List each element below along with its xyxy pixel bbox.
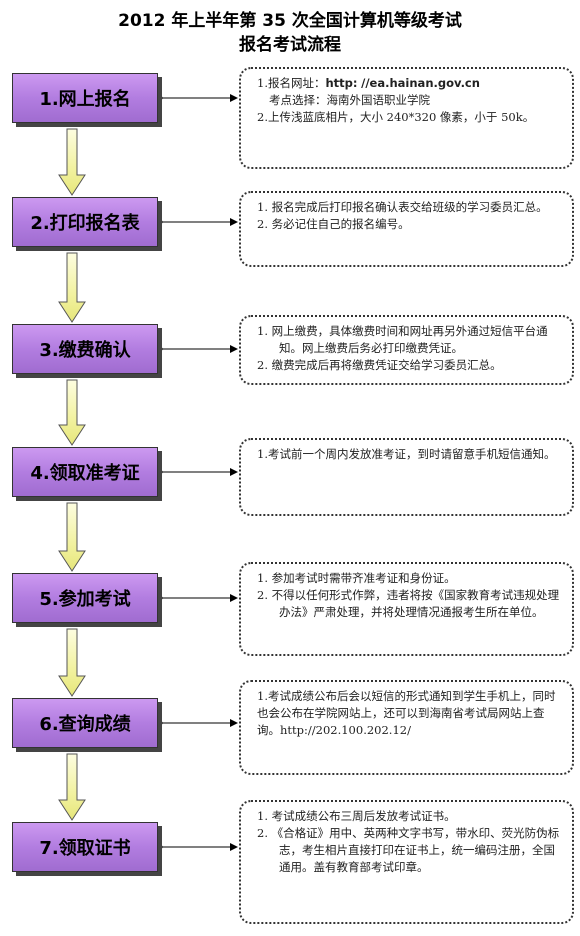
- step-5-label: 5.参加考试: [39, 589, 131, 610]
- flow-arrow-5-to-6: [58, 628, 86, 697]
- note-1-url-prefix: 1.报名网址：: [257, 76, 326, 90]
- step-4-label: 4.领取准考证: [30, 463, 140, 484]
- note-3-item-1: 1. 网上缴费，具体缴费时间和网址再另外通过短信平台通知。网上缴费后务必打印缴费…: [257, 324, 548, 355]
- step-3-box: 3.缴费确认: [12, 324, 158, 374]
- flow-arrow-2-to-3: [58, 252, 86, 323]
- note-3: 1. 网上缴费，具体缴费时间和网址再另外通过短信平台通知。网上缴费后务必打印缴费…: [239, 315, 574, 385]
- step-2-label: 2.打印报名表: [30, 213, 140, 234]
- flow-arrow-3-to-4: [58, 379, 86, 446]
- flow-arrow-6-to-7: [58, 753, 86, 821]
- step-1-label: 1.网上报名: [39, 89, 131, 110]
- step-1-box: 1.网上报名: [12, 73, 158, 123]
- note-5-item-2: 2. 不得以任何形式作弊，违者将按《国家教育考试违规处理办法》严肃处理，并将处理…: [257, 588, 560, 619]
- note-7-item-2: 2. 《合格证》用中、英两种文字书写，带水印、荧光防伪标志，考生相片直接打印在证…: [257, 826, 560, 874]
- page-subtitle: 报名考试流程: [239, 35, 341, 55]
- step-4-box: 4.领取准考证: [12, 447, 158, 497]
- note-1-url: //ea.hainan.gov.cn: [361, 76, 480, 90]
- note-2-item-2: 2. 务必记住自己的报名编号。: [257, 217, 410, 231]
- step-6-box: 6.查询成绩: [12, 698, 158, 748]
- note-1-photo: 2.上传浅蓝底相片，大小 240*320 像素，小于 50k。: [257, 110, 535, 124]
- note-5: 1. 参加考试时需带齐准考证和身份证。 2. 不得以任何形式作弊，违者将按《国家…: [239, 562, 574, 656]
- flow-arrow-1-to-2: [58, 128, 86, 196]
- note-1: 1.报名网址：http: //ea.hainan.gov.cn 考点选择：海南外…: [239, 67, 574, 169]
- step-7-box: 7.领取证书: [12, 822, 158, 872]
- note-7-item-1: 1. 考试成绩公布三周后发放考试证书。: [257, 809, 456, 823]
- note-1-site: 考点选择：海南外国语职业学院: [269, 93, 430, 107]
- step-5-box: 5.参加考试: [12, 573, 158, 623]
- page-title: 2012 年上半年第 35 次全国计算机等级考试: [118, 11, 462, 31]
- note-7: 1. 考试成绩公布三周后发放考试证书。 2. 《合格证》用中、英两种文字书写，带…: [239, 800, 574, 924]
- note-6: 1.考试成绩公布后会以短信的形式通知到学生手机上，同时也会公布在学院网站上，还可…: [239, 680, 574, 775]
- note-1-url-scheme: http:: [325, 76, 358, 90]
- note-3-item-2: 2. 缴费完成后再将缴费凭证交给学习委员汇总。: [257, 358, 502, 372]
- note-6-item-1: 1.考试成绩公布后会以短信的形式通知到学生手机上，同时也会公布在学院网站上，还可…: [257, 689, 556, 737]
- note-4-item-1: 1.考试前一个周内发放准考证，到时请留意手机短信通知。: [257, 447, 556, 461]
- note-4: 1.考试前一个周内发放准考证，到时请留意手机短信通知。: [239, 438, 574, 516]
- step-2-box: 2.打印报名表: [12, 197, 158, 247]
- flow-arrow-4-to-5: [58, 502, 86, 572]
- step-3-label: 3.缴费确认: [39, 340, 131, 361]
- step-7-label: 7.领取证书: [39, 838, 131, 859]
- note-5-item-1: 1. 参加考试时需带齐准考证和身份证。: [257, 571, 456, 585]
- step-6-label: 6.查询成绩: [39, 714, 131, 735]
- note-2-item-1: 1. 报名完成后打印报名确认表交给班级的学习委员汇总。: [257, 200, 548, 214]
- note-2: 1. 报名完成后打印报名确认表交给班级的学习委员汇总。 2. 务必记住自己的报名…: [239, 191, 574, 267]
